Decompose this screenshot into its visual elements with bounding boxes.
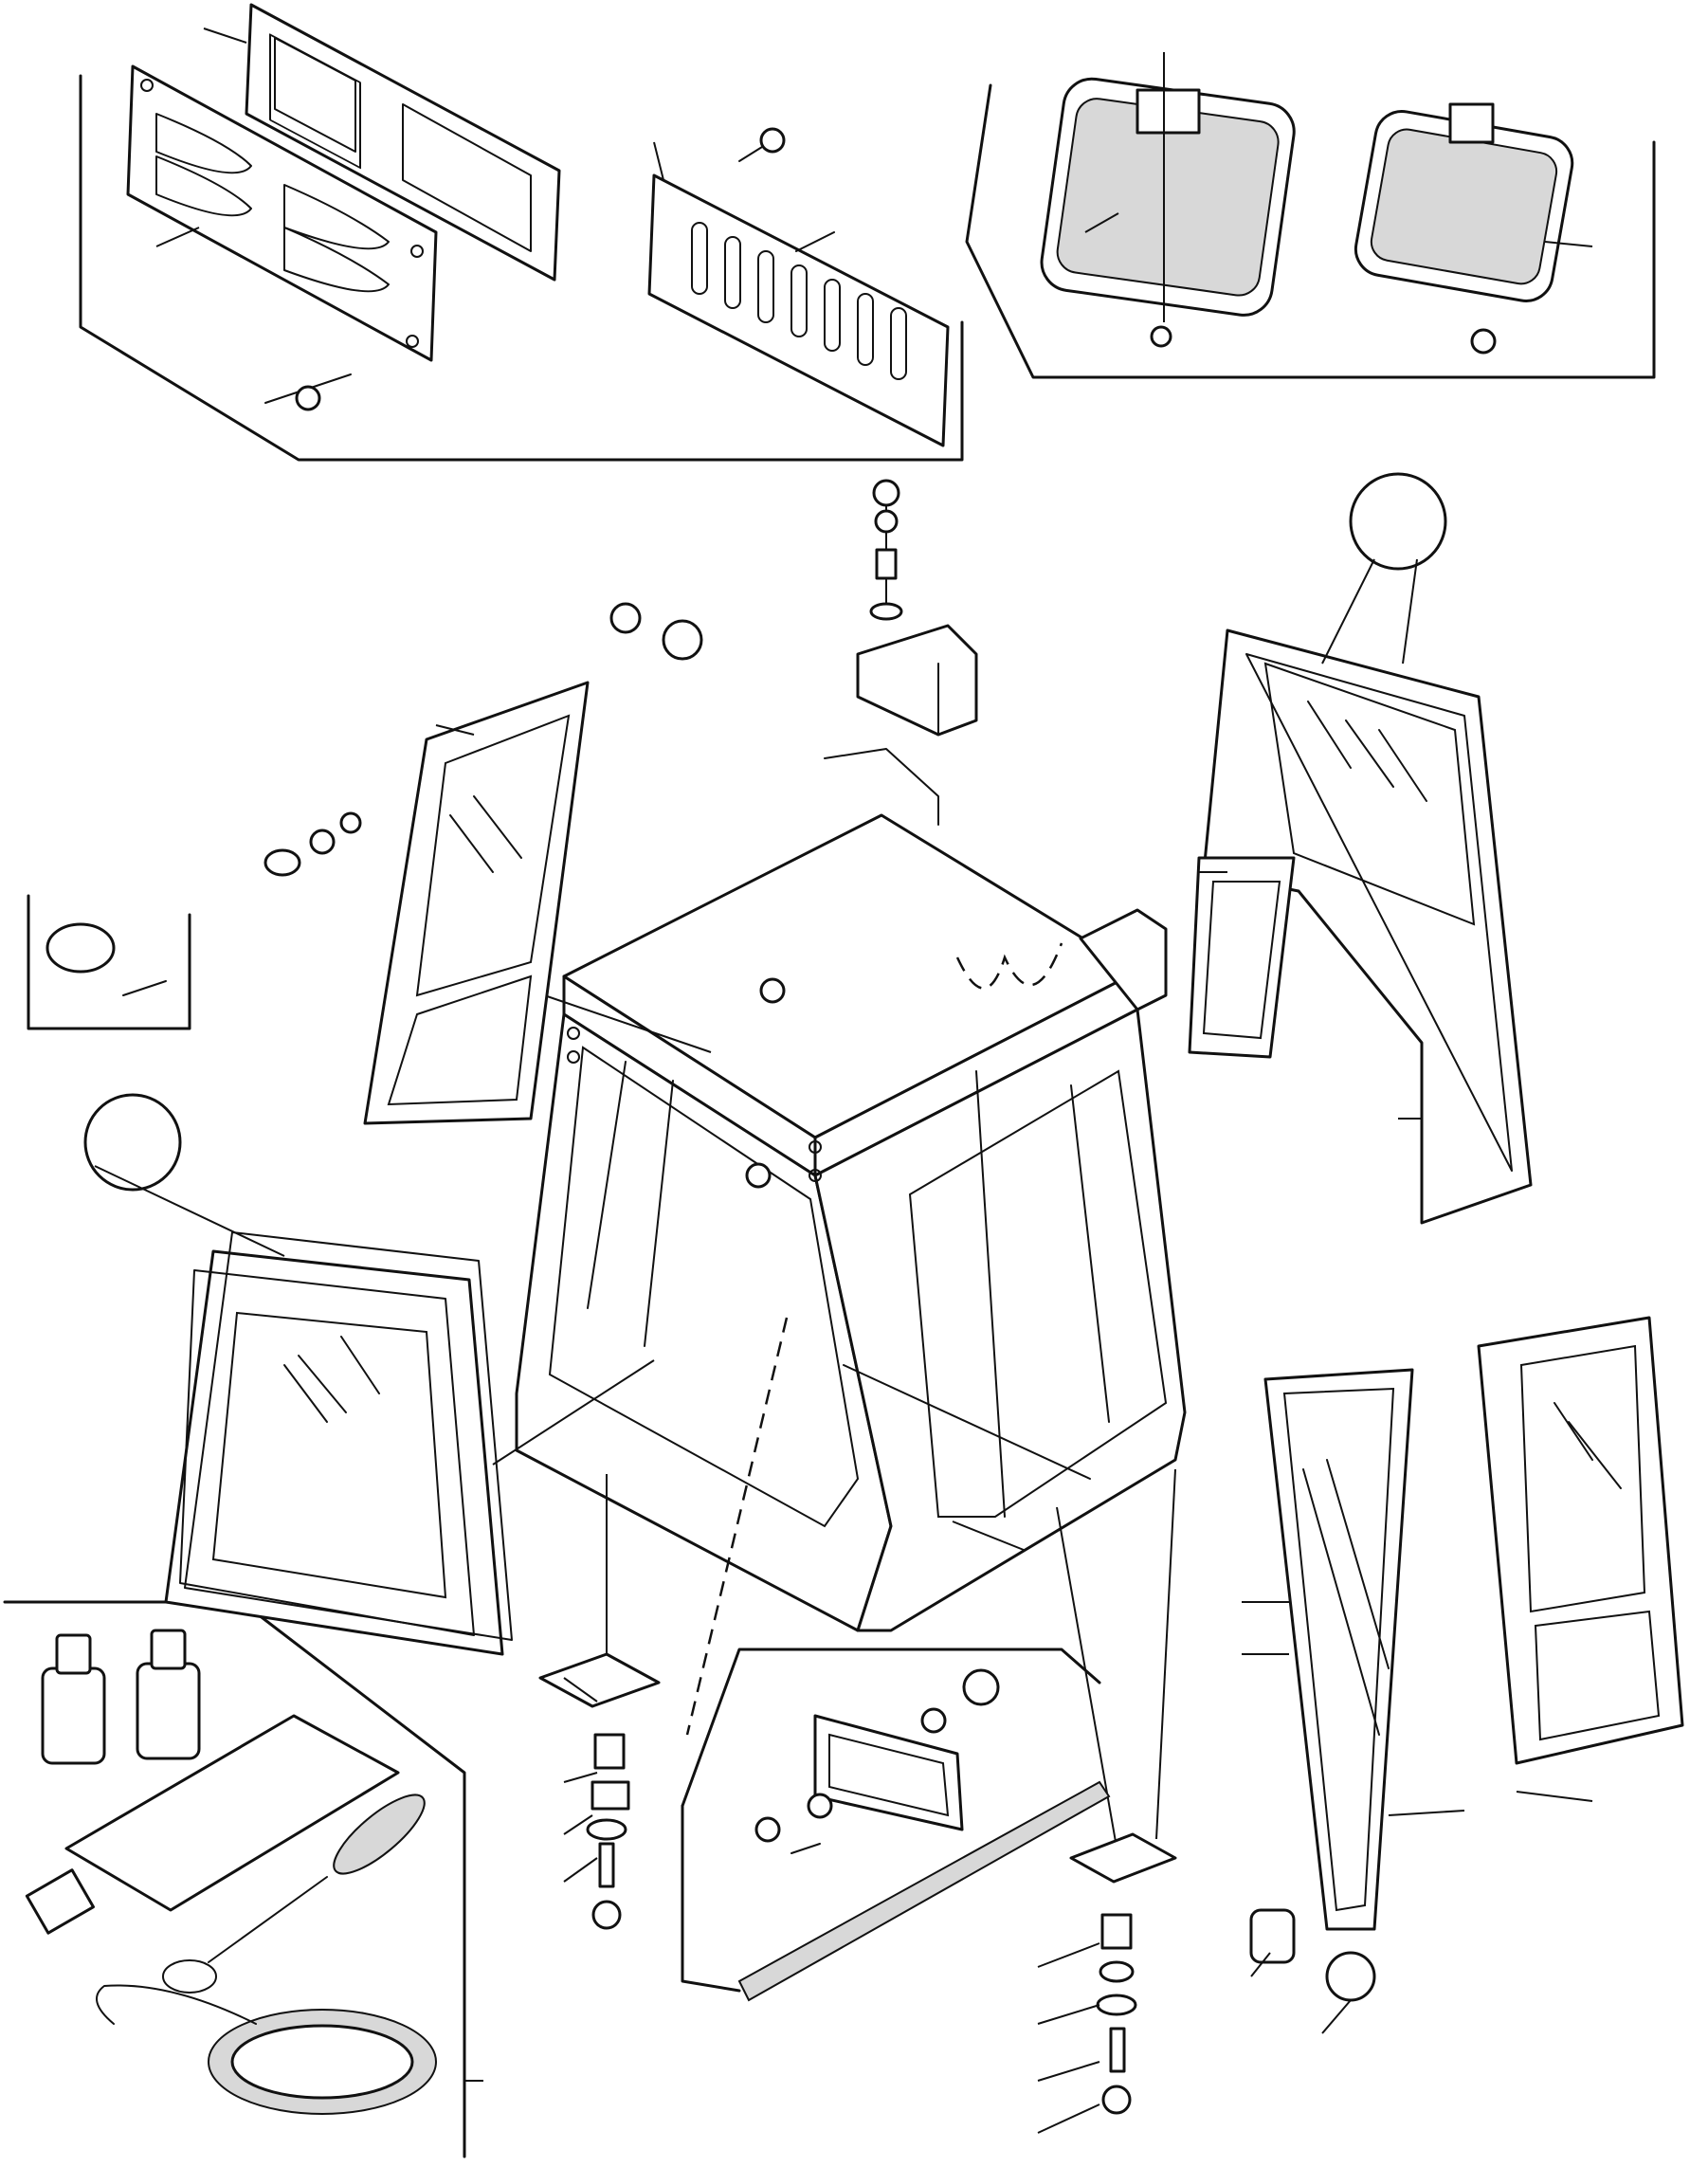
screw-icon (264, 373, 352, 411)
roof-bracket (856, 624, 978, 737)
tube-icon (25, 1714, 400, 1935)
leader-lines (155, 27, 1593, 2134)
cab-frame (515, 813, 1187, 1632)
seal-detail-circle-left (83, 1093, 285, 1257)
mount-damper-stack-right (1069, 1832, 1177, 2115)
vent-louver-assembly (126, 3, 561, 362)
rearview-mirror-left (1040, 52, 1296, 348)
rearview-mirror-right (1354, 102, 1574, 355)
lamp-assembly (45, 922, 167, 996)
left-door-window (363, 681, 590, 1125)
screw-icon (738, 127, 786, 162)
group-bracket-lamp (27, 894, 191, 1030)
corner-clip-icon (1249, 1908, 1376, 2002)
assembly-direction-arrows (492, 942, 1176, 1859)
sliding-window-glass (1263, 1368, 1414, 1931)
bottle-icon (41, 1633, 106, 1765)
knob-icon (263, 602, 703, 877)
group-bracket-vent (79, 74, 964, 462)
door-latch-assembly (754, 1668, 1000, 1854)
vent-grille-panel (647, 173, 950, 447)
seal-detail-circle-right (1321, 472, 1447, 665)
sealing-cord-coil (96, 1984, 437, 2115)
front-window (164, 1231, 513, 1656)
adhesive-kit (25, 1629, 426, 1994)
brush-icon (162, 1794, 426, 1994)
bottle-icon (136, 1629, 201, 1760)
mount-damper-stack-left (538, 1474, 661, 1930)
right-door (1477, 1316, 1684, 1765)
group-bracket-mirrors (965, 83, 1656, 379)
group-bracket-latch (681, 1648, 1101, 1993)
bolt-icon (824, 748, 939, 826)
group-bracket-kit (3, 1600, 466, 2158)
sliding-window-panel (1188, 856, 1296, 1059)
roof-fastener-stack (869, 479, 903, 621)
weather-strip (737, 1780, 1111, 2002)
